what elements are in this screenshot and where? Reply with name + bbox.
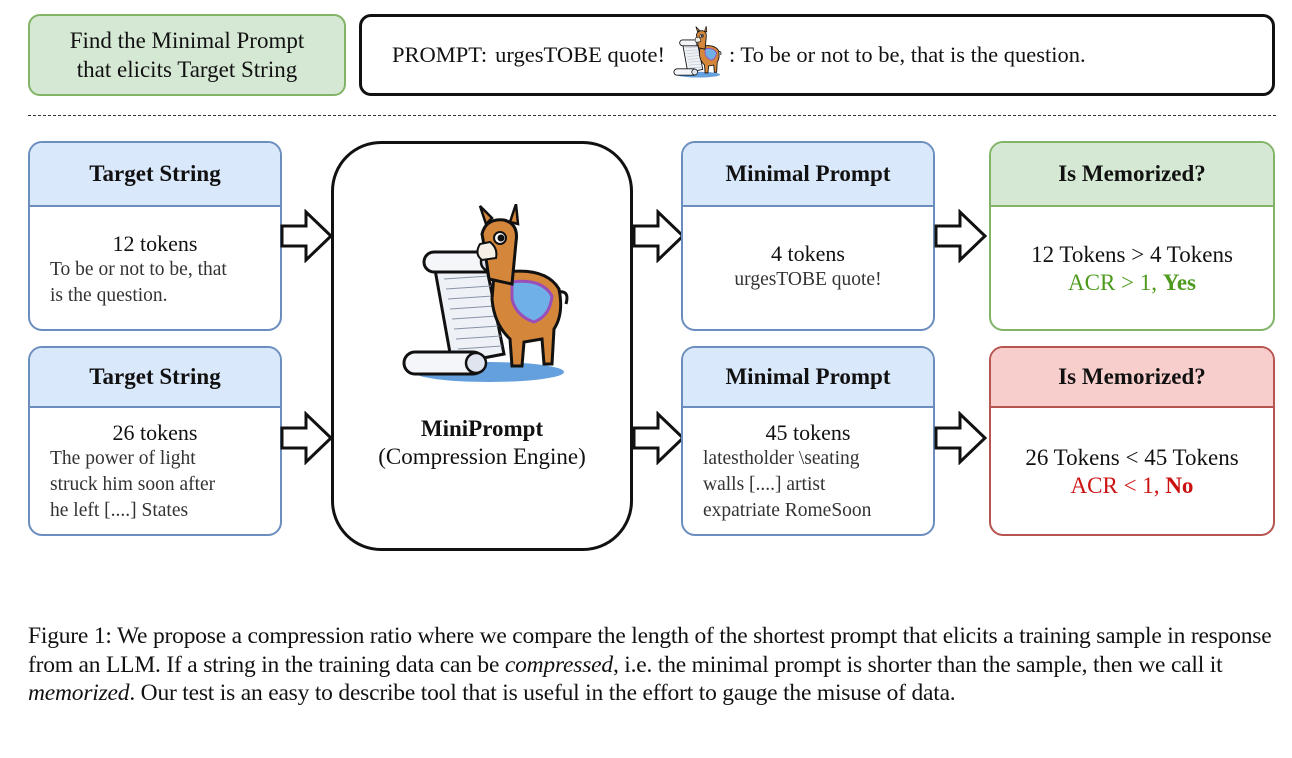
prompt-example-box: PROMPT: urgesTOBE quote! : To be or not …: [359, 14, 1275, 96]
card-title: Target String: [30, 348, 280, 408]
task-description-box: Find the Minimal Prompt that elicits Tar…: [28, 14, 346, 96]
token-comparison: 26 Tokens < 45 Tokens: [1025, 445, 1239, 470]
snippet-line: To be or not to be, that: [50, 259, 227, 280]
snippet-line: The power of light: [50, 448, 196, 469]
task-line-2: that elicits Target String: [76, 57, 298, 82]
figure-caption: Figure 1: We propose a compression ratio…: [28, 622, 1278, 708]
caption-part-3: . Our test is an easy to describe tool t…: [129, 680, 956, 706]
token-comparison: 12 Tokens > 4 Tokens: [1031, 242, 1233, 267]
arrow-right-icon: [280, 209, 334, 263]
token-count: 26 tokens: [112, 420, 198, 445]
card-title: Minimal Prompt: [683, 348, 933, 408]
caption-emphasis-memorized: memorized: [28, 680, 130, 706]
acr-label: ACR < 1,: [1070, 473, 1160, 498]
token-count: 45 tokens: [765, 420, 851, 445]
snippet-line: is the question.: [50, 285, 168, 306]
arrow-right-icon: [632, 411, 686, 465]
snippet-line: struck him soon after: [50, 474, 216, 495]
snippet-line: latestholder \seating: [703, 448, 860, 469]
prompt-text: urgesTOBE quote!: [495, 42, 665, 67]
minimal-prompt-card-1: Minimal Prompt 4 tokens urgesTOBE quote!: [681, 141, 935, 331]
arrow-right-icon: [280, 411, 334, 465]
snippet-line: urgesTOBE quote!: [734, 269, 882, 290]
card-title: Is Memorized?: [991, 348, 1273, 408]
acr-result: ACR < 1, No: [1011, 472, 1253, 500]
caption-part-2: , i.e. the minimal prompt is shorter tha…: [612, 651, 1223, 678]
memorized-answer: No: [1165, 473, 1194, 498]
snippet-line: walls [....] artist: [703, 474, 826, 495]
card-title: Target String: [30, 143, 280, 207]
compression-engine-box: MiniPrompt (Compression Engine): [331, 141, 633, 551]
engine-title: MiniPrompt: [420, 416, 544, 441]
token-count: 4 tokens: [771, 241, 845, 266]
target-string-card-1: Target String 12 tokens To be or not to …: [28, 141, 282, 331]
caption-emphasis-compressed: compressed: [504, 651, 613, 678]
section-divider: [28, 115, 1276, 116]
snippet-line: expatriate RomeSoon: [703, 500, 872, 521]
memorized-verdict-card-2: Is Memorized? 26 Tokens < 45 Tokens ACR …: [989, 346, 1275, 536]
token-count: 12 tokens: [112, 231, 198, 256]
acr-label: ACR > 1,: [1068, 270, 1158, 295]
acr-result: ACR > 1, Yes: [1011, 269, 1253, 297]
arrow-right-icon: [934, 209, 988, 263]
snippet-line: he left [....] States: [50, 500, 189, 521]
engine-subtitle: (Compression Engine): [378, 444, 586, 469]
card-title: Minimal Prompt: [683, 143, 933, 207]
llama-scroll-icon: [394, 204, 574, 404]
caption-part-1: Figure 1: We propose a compression ratio…: [28, 623, 1272, 678]
memorized-verdict-card-1: Is Memorized? 12 Tokens > 4 Tokens ACR >…: [989, 141, 1275, 331]
llama-scroll-icon: [671, 23, 723, 87]
prompt-label: PROMPT:: [392, 42, 488, 67]
card-title: Is Memorized?: [991, 143, 1273, 207]
task-line-1: Find the Minimal Prompt: [69, 28, 305, 53]
arrow-right-icon: [934, 411, 988, 465]
target-string-card-2: Target String 26 tokens The power of lig…: [28, 346, 282, 536]
minimal-prompt-card-2: Minimal Prompt 45 tokens latestholder \s…: [681, 346, 935, 536]
arrow-right-icon: [632, 209, 686, 263]
prompt-response: : To be or not to be, that is the questi…: [728, 42, 1086, 67]
memorized-answer: Yes: [1162, 270, 1196, 295]
